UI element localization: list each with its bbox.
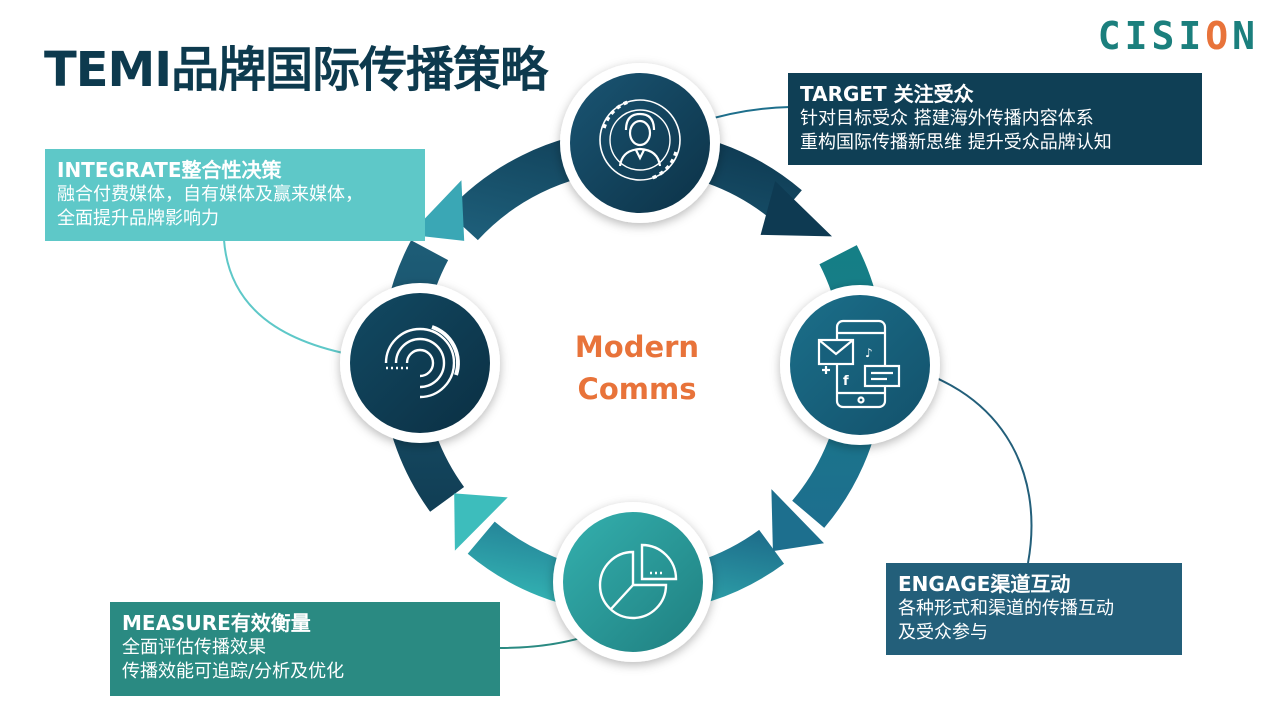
measure-line: 传播效能可追踪/分析及优化: [122, 661, 345, 682]
svg-text:f: f: [843, 374, 849, 389]
engage-line: 及受众参与: [898, 622, 988, 643]
logo-text-o: O: [1205, 14, 1233, 58]
integrate-line: 全面提升品牌影响力: [57, 208, 219, 229]
person-target-icon: [599, 99, 681, 181]
center-label: Modern Comms: [537, 326, 737, 410]
pie-chart-icon: [598, 543, 678, 620]
center-label-line2: Comms: [577, 372, 697, 406]
node-engage: ♪ f: [780, 285, 940, 445]
node-measure: [553, 502, 713, 662]
node-target: [560, 63, 720, 223]
cision-logo: CISION: [1098, 14, 1259, 58]
measure-heading: MEASURE有效衡量: [122, 611, 311, 635]
engage-line: 各种形式和渠道的传播互动: [898, 598, 1114, 619]
mobile-social-icon: ♪ f: [817, 319, 901, 409]
target-heading: TARGET 关注受众: [800, 82, 974, 106]
svg-text:♪: ♪: [865, 346, 873, 360]
integrate-line: 融合付费媒体，自有媒体及赢来媒体，: [57, 184, 363, 205]
logo-text-start: CISI: [1097, 14, 1206, 58]
integrate-heading: INTEGRATE整合性决策: [57, 158, 282, 182]
measure-line: 全面评估传播效果: [122, 637, 266, 658]
engage-heading: ENGAGE渠道互动: [898, 572, 1071, 596]
arrowhead-right: [771, 489, 824, 552]
integrate-callout: INTEGRATE整合性决策 融合付费媒体，自有媒体及赢来媒体， 全面提升品牌影…: [45, 149, 425, 241]
arrowhead-bottom: [454, 493, 508, 551]
arrowhead-top: [760, 181, 832, 237]
node-integrate: [340, 283, 500, 443]
target-callout: TARGET 关注受众 针对目标受众 搭建海外传播内容体系 重构国际传播新思维 …: [788, 73, 1202, 165]
engage-callout: ENGAGE渠道互动 各种形式和渠道的传播互动 及受众参与: [886, 563, 1182, 655]
page-title: TEMI品牌国际传播策略: [44, 42, 548, 98]
measure-callout: MEASURE有效衡量 全面评估传播效果 传播效能可追踪/分析及优化: [110, 602, 500, 696]
target-line: 针对目标受众 搭建海外传播内容体系: [800, 108, 1094, 129]
integrate-arcs-icon: [384, 325, 460, 399]
logo-text-end: N: [1232, 14, 1259, 58]
target-line: 重构国际传播新思维 提升受众品牌认知: [800, 132, 1112, 153]
center-label-line1: Modern: [574, 330, 700, 364]
